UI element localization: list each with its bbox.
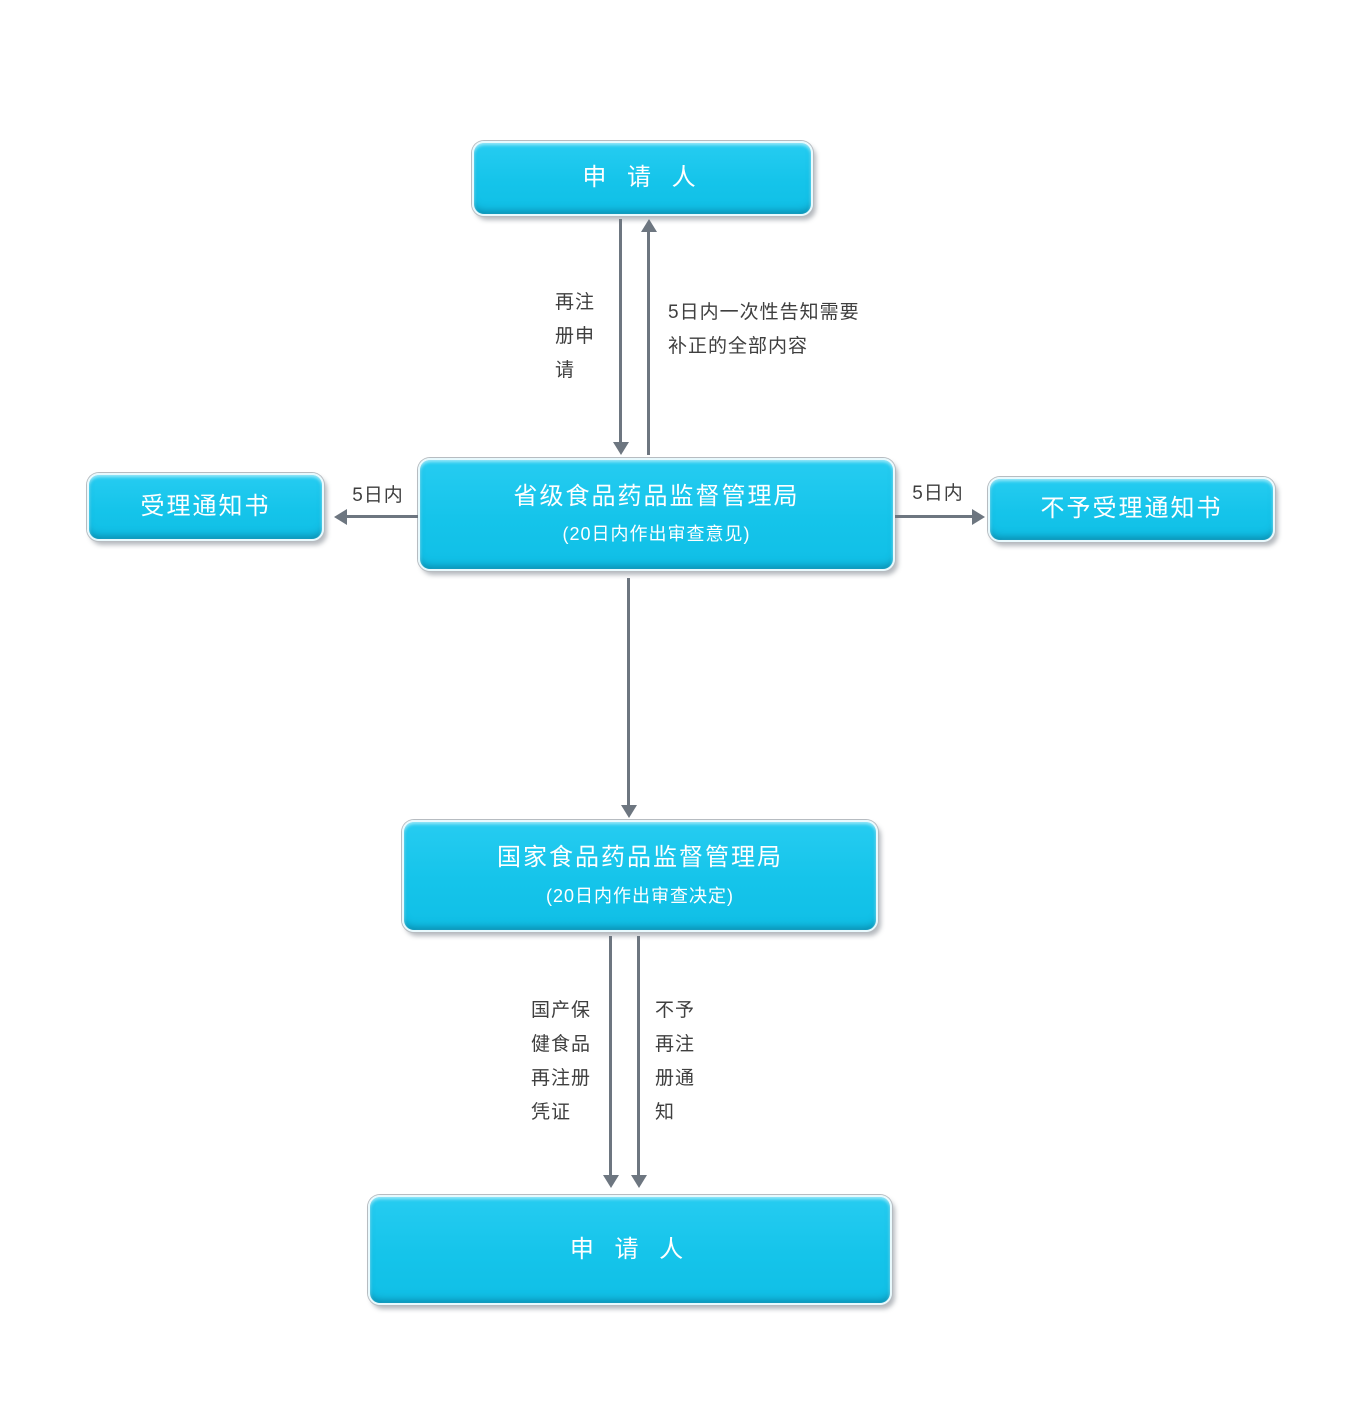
- node-reject-notice-label: 不予受理通知书: [1040, 495, 1223, 523]
- arrow-reapply-down-icon: [619, 219, 622, 442]
- edge-label-reapply: 再注册申请: [555, 292, 596, 381]
- arrow-correction-up-icon: [647, 232, 650, 455]
- node-provincial-fda: 省级食品药品监督管理局 (20日内作出审查意见): [418, 458, 895, 571]
- edge-label-accept-days: 5日内: [352, 485, 404, 506]
- node-national-fda-sublabel: (20日内作出审查决定): [545, 885, 734, 906]
- node-national-fda-label: 国家食品药品监督管理局: [497, 844, 783, 872]
- node-accept-notice-label: 受理通知书: [140, 492, 271, 520]
- arrow-accept-left-icon: [347, 515, 418, 518]
- node-provincial-fda-label: 省级食品药品监督管理局: [513, 482, 800, 510]
- node-applicant-bottom-label: 申 请 人: [569, 1235, 691, 1263]
- arrow-provincial-to-national-icon: [627, 578, 630, 805]
- arrow-cert-down-icon: [609, 936, 612, 1175]
- arrow-denial-down-icon: [637, 936, 640, 1175]
- edge-label-correction: 5日内一次性告知需要补正的全部内容: [668, 302, 860, 357]
- edge-label-reject-days: 5日内: [912, 483, 964, 504]
- edge-label-cert: 国产保健食品再注册凭证: [531, 1000, 592, 1123]
- node-provincial-fda-sublabel: (20日内作出审查意见): [562, 524, 751, 545]
- node-national-fda: 国家食品药品监督管理局 (20日内作出审查决定): [402, 820, 878, 932]
- edge-label-denial: 不予再注册通知: [655, 1000, 696, 1123]
- arrow-reject-right-icon: [895, 515, 972, 518]
- node-applicant-top-label: 申 请 人: [582, 164, 703, 192]
- node-applicant-bottom: 申 请 人: [368, 1195, 892, 1305]
- node-accept-notice: 受理通知书: [87, 473, 324, 541]
- node-reject-notice: 不予受理通知书: [988, 477, 1275, 542]
- node-applicant-top: 申 请 人: [472, 141, 813, 216]
